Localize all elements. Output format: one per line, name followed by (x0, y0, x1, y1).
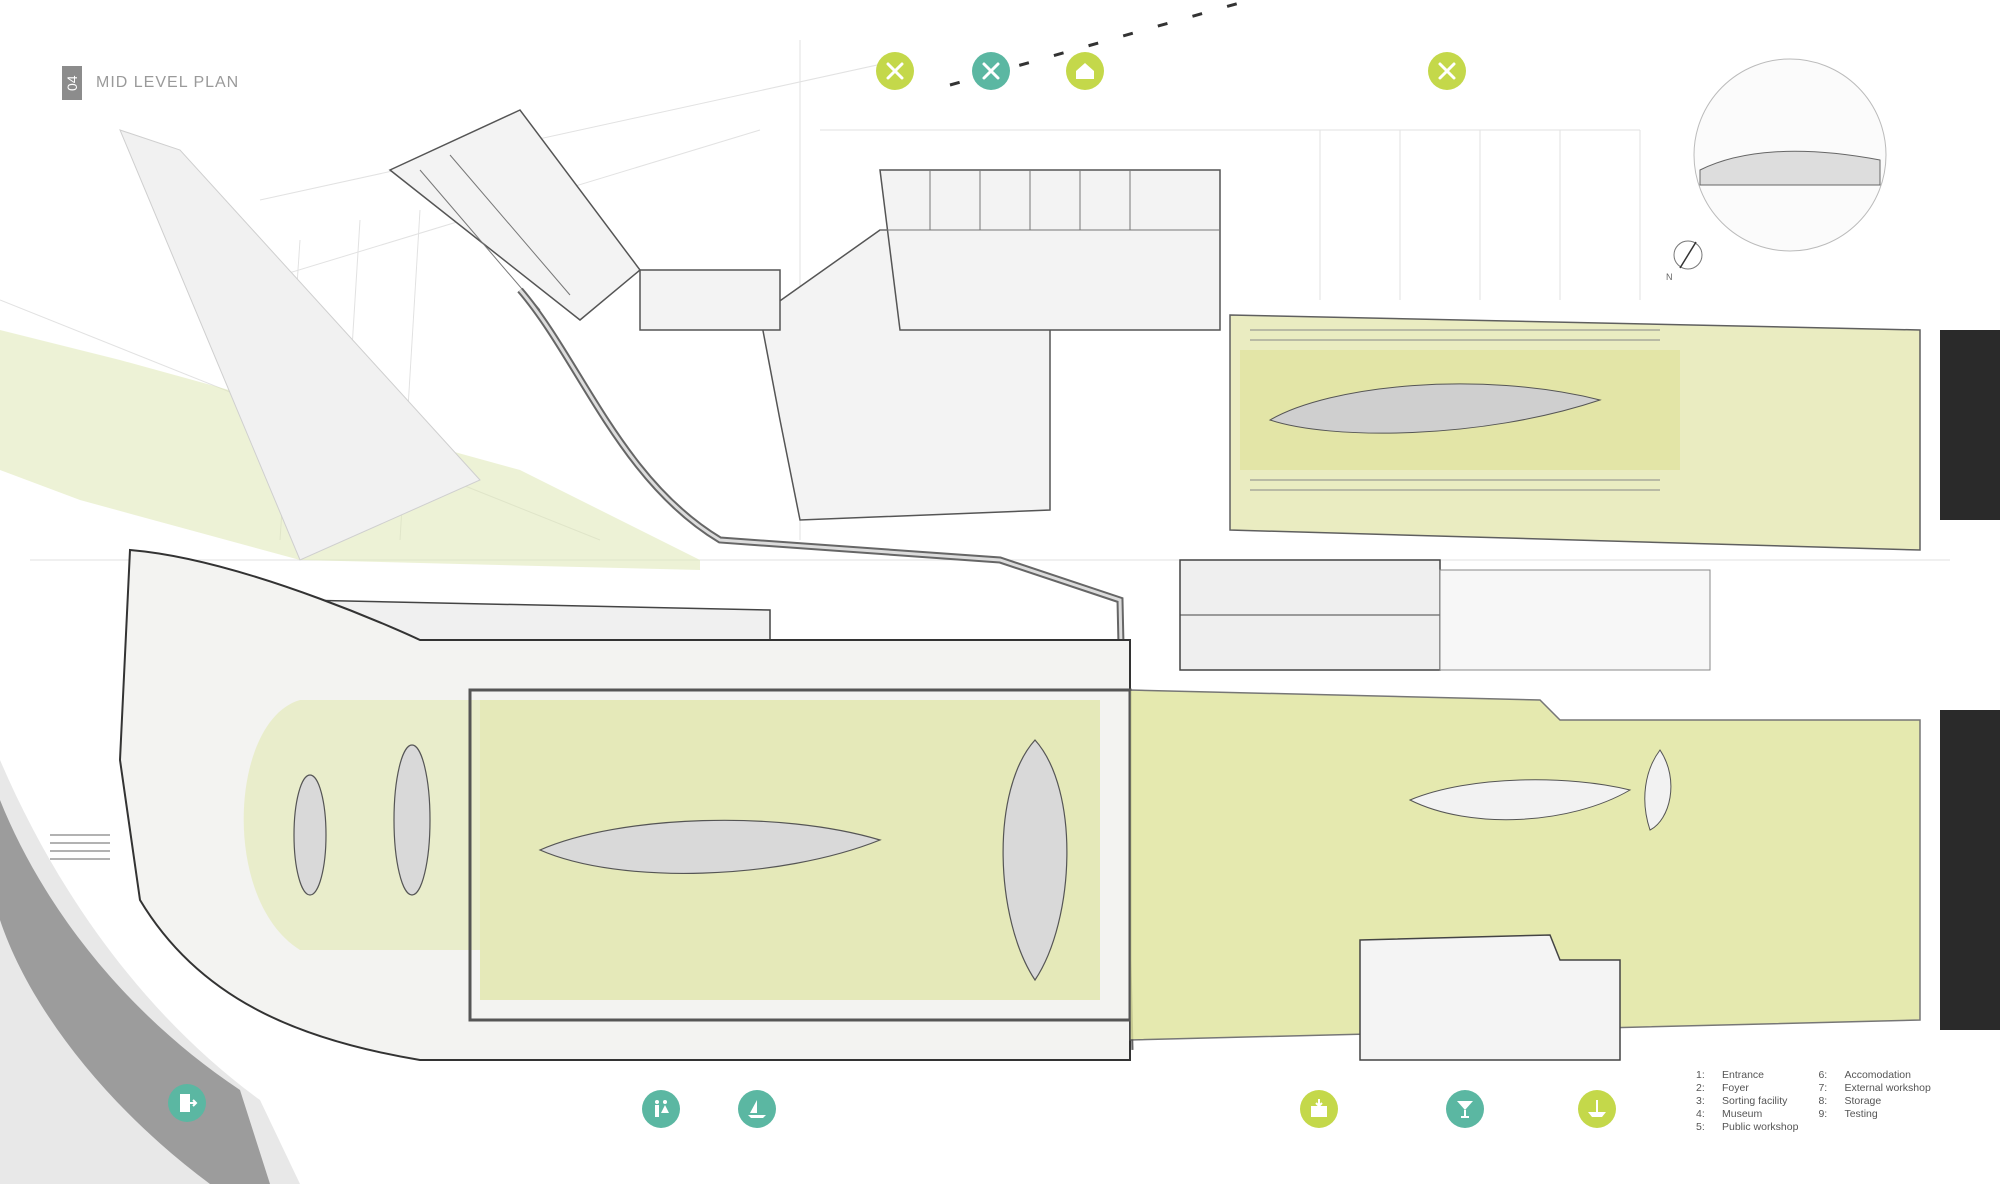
ship-hull-upper (1268, 383, 1602, 434)
boat-lower-2 (1644, 749, 1672, 831)
boat-lower-1 (1408, 779, 1632, 821)
legend-item: 8:Storage (1818, 1095, 1882, 1107)
tools-icon (876, 52, 914, 90)
upper-hall-stairs (1250, 329, 1660, 491)
plan-title: MID LEVEL PLAN (96, 74, 240, 91)
dashed-path (949, 0, 1251, 87)
north-arrow-circle (1673, 240, 1703, 270)
legend-item: 5:Public workshop (1696, 1121, 1799, 1133)
legend-item: 2:Foyer (1696, 1082, 1749, 1094)
legend-item: 7:External workshop (1818, 1082, 1931, 1094)
dark-band-lower (1940, 710, 2000, 1030)
dark-band-upper (1940, 330, 2000, 520)
entrance-steps (50, 834, 110, 860)
lower-hall (1129, 689, 1921, 1041)
tools-icon (1428, 52, 1466, 90)
north-label: N (1666, 272, 1673, 282)
legend-item: 4:Museum (1696, 1108, 1763, 1120)
storage-block (1359, 934, 1621, 1061)
legend-column-1: 1:Entrance 2:Foyer 3:Sorting facility 4:… (1696, 1069, 1798, 1133)
legend-item: 9:Testing (1818, 1108, 1878, 1120)
key-plan-section (1699, 150, 1881, 186)
north-arrow (1679, 241, 1697, 269)
main-corridor-inner (518, 289, 1132, 1051)
legend-column-2: 6:Accomodation 7:External workshop 8:Sto… (1818, 1069, 1930, 1133)
house-icon (1066, 52, 1104, 90)
room-partitions (419, 154, 1220, 311)
ship-testing-icon (1578, 1090, 1616, 1128)
wrench-hammer-icon (972, 52, 1010, 90)
exit-door-icon (168, 1084, 206, 1122)
external-workshop (1439, 569, 1711, 671)
legend: 1:Entrance 2:Foyer 3:Sorting facility 4:… (1696, 1069, 1931, 1133)
river (0, 800, 270, 1184)
river-bank (0, 760, 300, 1184)
legend-item: 1:Entrance (1696, 1069, 1765, 1081)
ramp-area (119, 129, 481, 561)
cocktail-icon (1446, 1090, 1484, 1128)
plan-header: 04 MID LEVEL PLAN (62, 66, 239, 100)
legend-item: 3:Sorting facility (1696, 1095, 1788, 1107)
restroom-icon (642, 1090, 680, 1128)
box-icon (1300, 1090, 1338, 1128)
north-building (388, 109, 1221, 521)
legend-item: 6:Accomodation (1818, 1069, 1911, 1081)
sheet-number: 04 (62, 66, 82, 100)
museum-ships (293, 739, 1068, 982)
sailboat-icon (738, 1090, 776, 1128)
museum-apse (243, 700, 480, 950)
